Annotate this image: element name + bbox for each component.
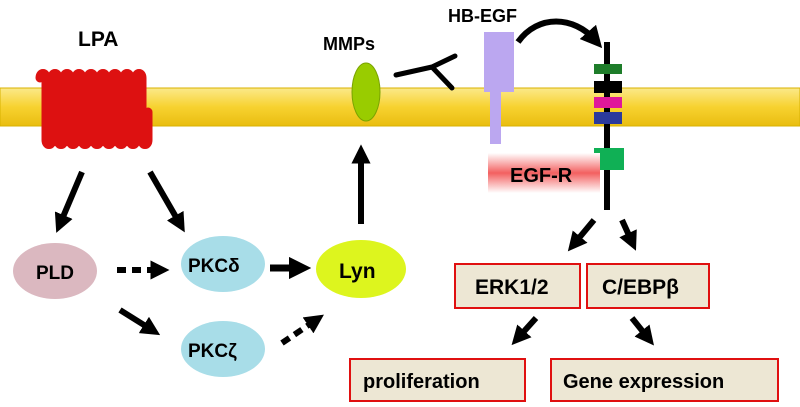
hb-egf-stalk (490, 92, 501, 144)
hb-egf-ectodomain (484, 32, 514, 92)
egfr-band-3 (594, 97, 622, 108)
arrow-pld-to-pkc-zeta (118, 307, 161, 336)
gene-expression-label: Gene expression (563, 371, 724, 393)
lyn-label: Lyn (339, 260, 376, 283)
lyn-node (316, 240, 406, 298)
cebp-box (586, 263, 710, 309)
arrow-erk-to-proliferation (511, 315, 539, 346)
lpa-receptor-icon (35, 69, 153, 149)
egfr-band-2 (594, 81, 622, 93)
pkc-zeta-node (181, 321, 265, 377)
pkc-delta-node (181, 236, 265, 292)
arrow-hbegf-to-egfr (515, 18, 603, 49)
pkc-zeta-label: PKCζ (188, 341, 237, 362)
mmp-icon (351, 62, 381, 122)
arrow-egfr-to-erk (567, 218, 597, 252)
egfr-band-1 (594, 64, 622, 74)
pld-node (13, 243, 97, 299)
lpa-label: LPA (78, 28, 118, 51)
egfr-band-4 (594, 112, 622, 124)
egfr-label: EGF-R (510, 165, 573, 187)
egfr-stalk (604, 42, 610, 210)
erk-box (454, 263, 581, 309)
mmps-label: MMPs (323, 34, 375, 54)
proliferation-label: proliferation (363, 371, 480, 393)
pld-label: PLD (36, 263, 74, 284)
arrow-egfr-to-cebp (619, 218, 637, 251)
cleavage-icon (393, 53, 458, 91)
arrow-cebp-to-gene-expression (629, 316, 654, 346)
erk-label: ERK1/2 (475, 276, 549, 299)
hb-egf-label: HB-EGF (448, 6, 517, 26)
arrow-pkc-zeta-to-lyn (280, 314, 324, 346)
cebp-label: C/EBPβ (602, 276, 679, 299)
egfr-label-bg (488, 153, 600, 193)
pkc-delta-label: PKCδ (188, 256, 240, 277)
arrow-lpa-to-pkc-delta (147, 170, 185, 233)
gene-expression-box (550, 358, 779, 402)
arrow-lpa-to-pld (54, 170, 85, 233)
egfr-band-5 (594, 148, 624, 170)
proliferation-box (349, 358, 526, 402)
